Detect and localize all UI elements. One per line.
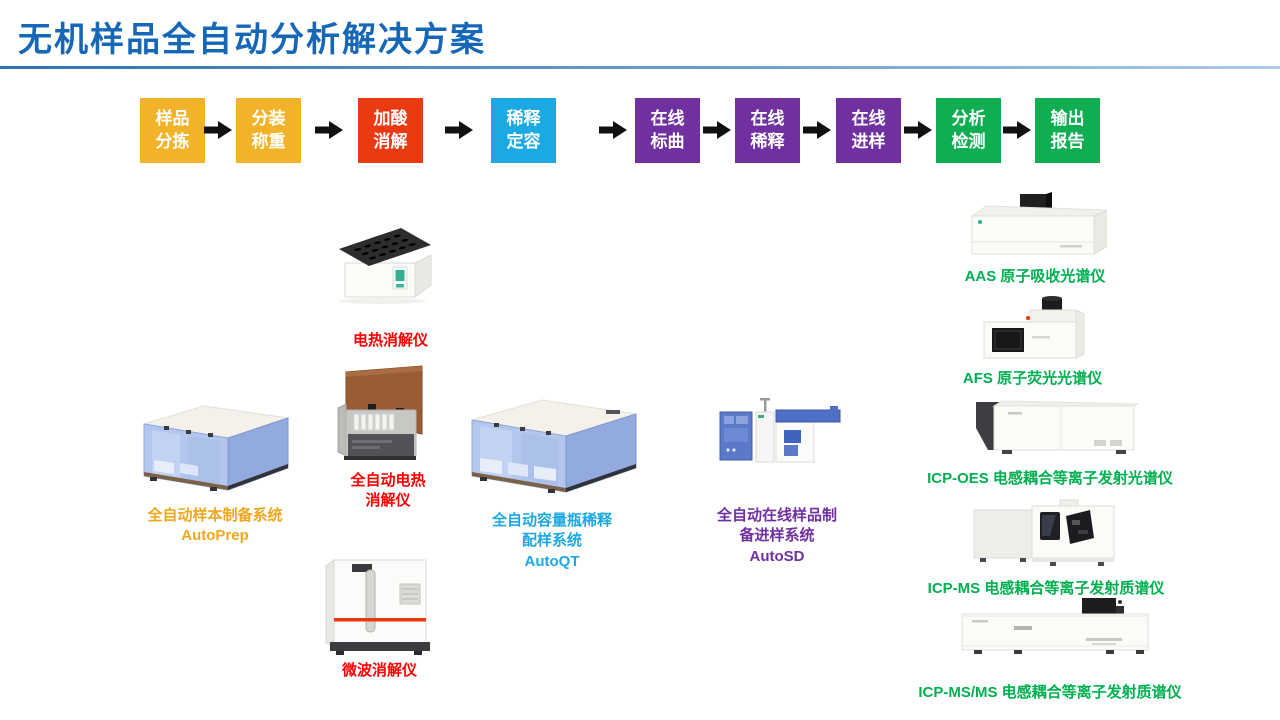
flow-arrow-icon xyxy=(445,121,473,139)
flow-arrow-icon xyxy=(904,121,932,139)
flow-arrow-icon xyxy=(1003,121,1031,139)
aas-spectrometer-illustration xyxy=(962,192,1107,262)
flow-step-output-report: 输出报告 xyxy=(1035,98,1100,163)
icp-ms-label: ICP-MS 电感耦合等离子发射质谱仪 xyxy=(927,580,1165,597)
page-title: 无机样品全自动分析解决方案 xyxy=(18,21,486,59)
flow-arrow-icon xyxy=(315,121,343,139)
aas-label: AAS 原子吸收光谱仪 xyxy=(964,268,1106,285)
icp-oes-label: ICP-OES 电感耦合等离子发射光谱仪 xyxy=(927,470,1173,487)
autoqt-label: 全自动容量瓶稀释 配样系统 AutoQT xyxy=(491,512,612,570)
heater-digester-label: 电热消解仪 xyxy=(352,332,428,349)
flow-step-analysis-detection: 分析检测 xyxy=(936,98,1001,163)
flow-step-online-dilution: 在线稀释 xyxy=(735,98,800,163)
flow-arrow-icon xyxy=(204,121,232,139)
flow-step-online-calibration: 在线标曲 xyxy=(635,98,700,163)
flow-arrow-icon xyxy=(599,121,627,139)
flow-step-sample-sorting: 样品分拣 xyxy=(140,98,205,163)
title-underline xyxy=(0,66,1280,69)
autoqt-machine-illustration xyxy=(468,390,638,500)
flow-arrow-icon xyxy=(703,121,731,139)
autoprep-label: 全自动样本制备系统 AutoPrep xyxy=(147,507,283,545)
microwave-digester-label: 微波消解仪 xyxy=(341,662,417,679)
auto-heater-digester-illustration xyxy=(330,352,430,464)
microwave-digester-illustration xyxy=(322,554,438,660)
icp-oes-illustration xyxy=(966,398,1141,458)
flow-step-aliquot-weighing: 分装称重 xyxy=(236,98,301,163)
auto-heater-digester-label: 全自动电热 消解仪 xyxy=(350,472,426,510)
autoprep-machine-illustration xyxy=(140,396,290,496)
icp-msms-label: ICP-MS/MS 电感耦合等离子发射质谱仪 xyxy=(918,684,1182,701)
afs-label: AFS 原子荧光光谱仪 xyxy=(962,370,1103,387)
heater-digester-illustration xyxy=(327,213,442,308)
flow-step-acid-digestion: 加酸消解 xyxy=(358,98,423,163)
icp-ms-illustration xyxy=(966,498,1131,570)
autosd-label: 全自动在线样品制 备进样系统 AutoSD xyxy=(716,507,837,565)
icp-msms-illustration xyxy=(956,598,1156,660)
flow-arrow-icon xyxy=(803,121,831,139)
autosd-system-illustration xyxy=(712,398,842,468)
afs-spectrometer-illustration xyxy=(972,296,1092,364)
flow-step-online-injection: 在线进样 xyxy=(836,98,901,163)
flow-step-dilution-volume: 稀释定容 xyxy=(491,98,556,163)
